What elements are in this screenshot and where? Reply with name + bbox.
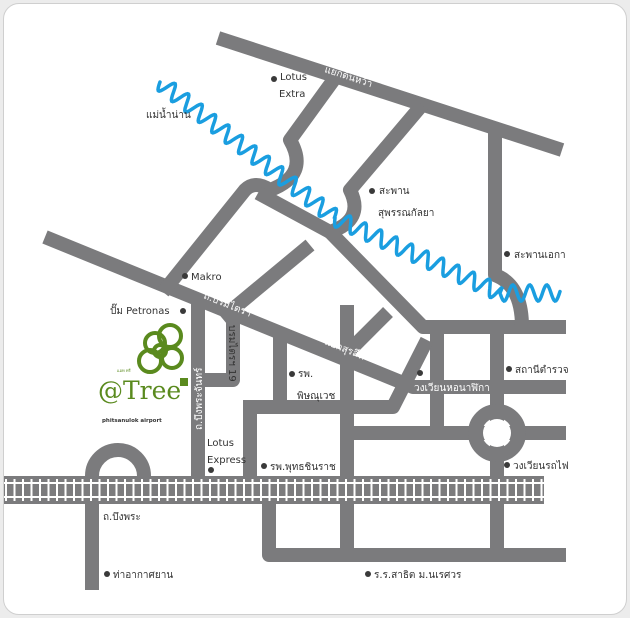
poi-dot bbox=[506, 366, 512, 372]
label-hospital-2: พิษณุเวช bbox=[297, 391, 335, 402]
poi-dot bbox=[365, 571, 371, 577]
railway bbox=[4, 476, 544, 504]
label-lotus-express: Lotus bbox=[207, 438, 234, 449]
label-satit: ร.ร.สาธิต ม.นเรศวร bbox=[374, 570, 462, 581]
poi-dot bbox=[208, 467, 214, 473]
poi-dot bbox=[271, 76, 277, 82]
label-lotus-express-2: Express bbox=[207, 455, 246, 466]
logo-name: @Tree bbox=[98, 376, 181, 405]
poi-dot bbox=[182, 273, 188, 279]
road-boromtrai-19 bbox=[198, 312, 240, 387]
logo-thai: แอท ทรี bbox=[117, 368, 132, 373]
tree-icon bbox=[137, 323, 184, 374]
label-bridge-2: สุพรรณกัลยา bbox=[378, 208, 434, 219]
poi-dot bbox=[289, 371, 295, 377]
label-boromtrai-19: บรมไตรฯ 19 bbox=[226, 325, 238, 382]
road-diag-small bbox=[345, 307, 393, 355]
road-side-diag bbox=[217, 239, 315, 324]
poi-dot bbox=[504, 251, 510, 257]
label-bueng-phrachan: ถ.บึงพระจันทร์ bbox=[193, 367, 205, 430]
label-bueng-phra: ถ.บึงพระ bbox=[103, 511, 141, 523]
road-ton-wa bbox=[215, 31, 565, 157]
logo-tagline: phitsanulok airport bbox=[102, 418, 162, 424]
label-airport: ท่าอากาศยาน bbox=[113, 570, 173, 581]
label-eka-bridge: สะพานเอกา bbox=[514, 250, 566, 261]
road-lotus-extra-branch bbox=[157, 73, 341, 297]
label-lotus-extra: Lotus bbox=[280, 72, 307, 83]
road-diagonal-mid bbox=[324, 227, 566, 334]
label-hospital: รพ. bbox=[298, 369, 313, 380]
nan-river bbox=[156, 80, 562, 303]
poi-dot bbox=[417, 370, 423, 376]
poi-dot bbox=[180, 308, 186, 314]
label-bridge: สะพาน bbox=[379, 186, 410, 197]
label-buddhachinaraj: รพ.พุทธชินราช bbox=[270, 462, 336, 473]
poi-dot bbox=[261, 463, 267, 469]
location-marker bbox=[180, 378, 188, 386]
label-clock-tower: วงเวียนหอนาฬิกา bbox=[414, 382, 490, 394]
roundabout-center bbox=[483, 419, 511, 447]
label-nan-river: แม่น้ำน่าน bbox=[146, 107, 191, 121]
label-train-circle: วงเวียนรถไฟ bbox=[513, 460, 569, 472]
roads bbox=[42, 31, 566, 590]
label-lotus-extra-2: Extra bbox=[279, 89, 305, 100]
poi-dot bbox=[369, 188, 375, 194]
label-petronas: ปั๊ม Petronas bbox=[110, 303, 170, 317]
label-police: สถานีตำรวจ bbox=[515, 364, 569, 376]
road-bottom bbox=[262, 503, 566, 562]
roundabout-train bbox=[468, 404, 526, 462]
label-makro: Makro bbox=[191, 272, 222, 283]
road-arch bbox=[85, 443, 151, 477]
poi-dot bbox=[504, 462, 510, 468]
poi-dot bbox=[104, 571, 110, 577]
tree-logo: แอท ทรี @Tree phitsanulok airport bbox=[98, 323, 188, 424]
road-hospital-horizontal bbox=[250, 336, 434, 414]
road-eka bbox=[488, 132, 529, 328]
